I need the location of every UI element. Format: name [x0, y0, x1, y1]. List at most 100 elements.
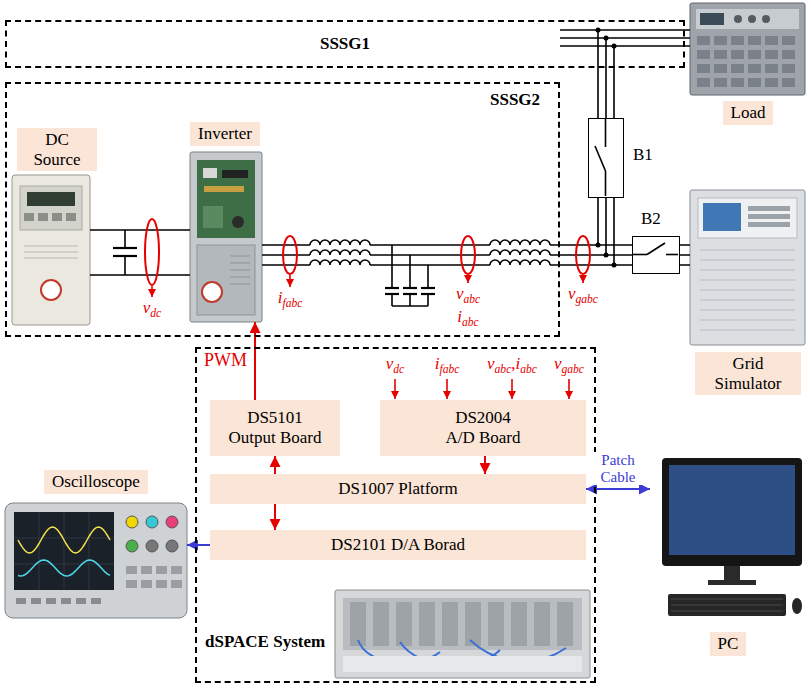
sensor-lead — [151, 286, 153, 297]
signal-subscript: fabc — [439, 363, 459, 376]
scope-button — [16, 598, 26, 604]
switch-line — [647, 243, 665, 255]
sssg-group: SSSG1 — [5, 20, 685, 68]
signal-symbol: i — [457, 307, 462, 326]
signal-name: vgabc — [568, 285, 598, 306]
inverter-photo — [190, 152, 262, 322]
screen-grid — [39, 512, 40, 590]
pc-monitor — [662, 458, 802, 566]
breaker-box: B2 — [632, 236, 680, 274]
device-sticker — [202, 282, 222, 302]
board-part — [203, 168, 217, 178]
signal-lead — [511, 379, 513, 399]
signal-lead — [446, 379, 448, 399]
inductor-symbol — [310, 260, 370, 265]
dspace-slot — [534, 602, 550, 646]
signal-label-holder: iabc — [457, 308, 478, 329]
load-wire — [560, 45, 690, 47]
signal-label-holder: vdc — [386, 355, 404, 376]
dspace-slot — [419, 602, 435, 646]
signal-symbol: v — [143, 298, 151, 317]
sensor-ring — [145, 219, 159, 285]
signal-symbol: i — [435, 354, 440, 373]
inverter-board — [197, 160, 255, 238]
signal-name: ifabc — [278, 289, 303, 310]
load-vent — [697, 50, 710, 59]
signal-arrow — [254, 322, 256, 400]
load-vent — [748, 36, 761, 45]
equipment-node: DC Source — [12, 128, 102, 325]
switch-line — [595, 146, 606, 171]
heatsink-fin — [230, 284, 250, 285]
signal-symbol: v — [568, 284, 576, 303]
filter-wire — [409, 294, 411, 306]
inductor-symbol — [310, 240, 370, 245]
equipment-node: Load — [690, 3, 806, 135]
dc-wire — [90, 274, 190, 276]
equipment-node: PC — [650, 455, 806, 665]
bus-wire — [262, 254, 310, 256]
filter-wire — [427, 265, 429, 288]
junction-dot — [596, 243, 601, 248]
scope-button — [156, 566, 167, 574]
group-title: dSPACE System — [205, 632, 325, 652]
dspace-front — [343, 598, 582, 650]
junction-dot — [612, 44, 617, 49]
board-part — [222, 170, 248, 178]
load-vent — [731, 36, 744, 45]
switch-symbol — [589, 119, 622, 196]
equipment-node: Inverter — [180, 122, 270, 322]
bus-wire — [370, 264, 490, 266]
capacitor-plate — [113, 247, 137, 249]
keyboard-keys — [671, 605, 783, 606]
signal-subscript: abc — [520, 363, 537, 376]
filter-wire — [391, 245, 393, 288]
dspace-slot — [557, 602, 573, 646]
signal-arrow — [484, 456, 486, 474]
grid-simulator-button — [748, 214, 790, 219]
pc-keyboard — [668, 594, 786, 616]
load-vent — [782, 78, 795, 87]
switch-line — [605, 119, 607, 147]
sensor-lead — [582, 275, 584, 283]
heatsink-fin — [230, 263, 250, 264]
dspace-slot — [488, 602, 504, 646]
signal-label-holder: vgabc — [554, 355, 584, 376]
signal-label-holder: vabc,iabc — [487, 355, 537, 376]
scope-button — [76, 598, 86, 604]
junction-dot — [612, 263, 617, 268]
load-panel — [696, 9, 799, 29]
load-vent — [748, 50, 761, 59]
bus-wire — [370, 244, 490, 246]
load-vent — [697, 64, 710, 73]
load-vent — [765, 78, 778, 87]
load-vent — [697, 36, 710, 45]
board-box: DS1007 Platform — [210, 474, 586, 504]
heatsink-fin — [230, 277, 250, 278]
pc-stand — [708, 580, 756, 585]
signal-name: vabc — [456, 285, 480, 306]
board-box: DS5101 Output Board — [210, 400, 340, 456]
load-wire — [560, 37, 690, 39]
board-box: DS2101 D/A Borad — [210, 530, 586, 560]
signal-name: vabc,iabc — [487, 355, 537, 376]
signal-subscript: gabc — [576, 293, 598, 306]
scope-button — [126, 580, 137, 588]
load-vent — [782, 64, 795, 73]
inductor-symbol — [490, 250, 550, 255]
signal-label-holder: ifabc — [435, 355, 460, 376]
signal-symbol: i — [516, 354, 521, 373]
breaker-label: B2 — [641, 209, 661, 229]
load-knob — [734, 15, 742, 23]
signal-label-holder: ifabc — [278, 289, 303, 310]
breaker-box: B1 — [588, 118, 624, 198]
signal-arrow — [274, 456, 276, 474]
scope-button — [156, 580, 167, 588]
breaker-label: B1 — [633, 145, 653, 165]
dc-source-key — [66, 213, 76, 221]
screen-grid — [14, 538, 114, 539]
load-vent — [731, 78, 744, 87]
load-vent — [765, 50, 778, 59]
